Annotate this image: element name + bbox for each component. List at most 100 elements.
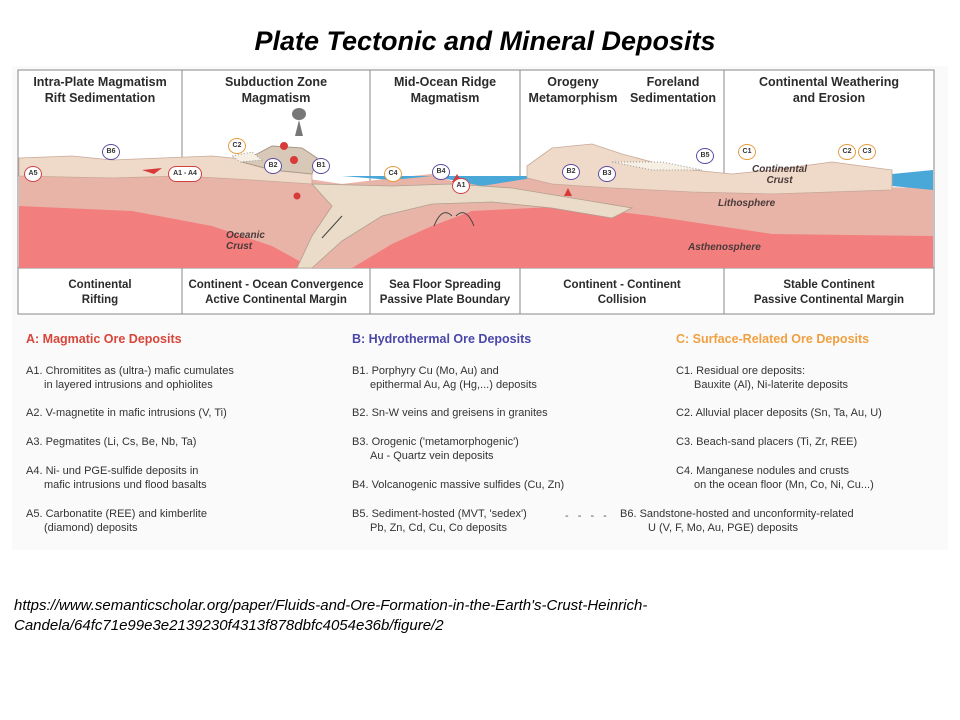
header-foreland-line2: Sedimentation bbox=[629, 91, 717, 105]
badge-b4: B4 bbox=[432, 164, 450, 180]
magma-body-2 bbox=[290, 156, 298, 164]
category-a-title: A: Magmatic Ore Deposits bbox=[26, 332, 182, 346]
header-weathering: Continental Weathering and Erosion bbox=[726, 74, 932, 106]
oceanic-crust-label-1: Oceanic bbox=[226, 230, 265, 241]
header-orogeny-line2: Metamorphism bbox=[528, 91, 618, 105]
footer-spreading-line2: Passive Plate Boundary bbox=[379, 294, 511, 306]
magma-body-4 bbox=[293, 192, 301, 200]
cross-section-svg bbox=[17, 69, 935, 315]
a2-line1: A2. V-magnetite in mafic intrusions (V, … bbox=[26, 407, 227, 419]
footer-collision-line1: Continent - Continent bbox=[563, 279, 681, 291]
header-intra-plate-line2: Rift Sedimentation bbox=[44, 91, 156, 105]
badge-b2-left: B2 bbox=[264, 158, 282, 174]
header-mid-ocean-line2: Magmatism bbox=[410, 91, 480, 105]
a5-item: A5. Carbonatite (REE) and kimberlite (di… bbox=[26, 507, 207, 535]
continental-crust-label-2: Crust bbox=[766, 175, 793, 186]
b3-line1: B3. Orogenic ('metamorphogenic') bbox=[352, 436, 519, 448]
collision-continent bbox=[526, 143, 893, 195]
c1-line1: C1. Residual ore deposits: bbox=[676, 365, 806, 377]
c1-item: C1. Residual ore deposits: Bauxite (Al),… bbox=[676, 364, 848, 392]
c3-item: C3. Beach-sand placers (Ti, Zr, REE) bbox=[676, 435, 857, 449]
header-subduction-line2: Magmatism bbox=[241, 91, 311, 105]
c1-line2: Bauxite (Al), Ni-laterite deposits bbox=[694, 379, 849, 391]
badge-c4: C4 bbox=[384, 166, 402, 182]
footer-collision-line2: Collision bbox=[597, 294, 647, 306]
b4-item: B4. Volcanogenic massive sulfides (Cu, Z… bbox=[352, 478, 564, 492]
header-weathering-line2: and Erosion bbox=[792, 91, 866, 105]
volcano-cone bbox=[295, 120, 303, 136]
header-intra-plate-line1: Intra-Plate Magmatism bbox=[33, 75, 167, 89]
footer-stable: Stable Continent Passive Continental Mar… bbox=[726, 278, 932, 308]
badge-b1: B1 bbox=[312, 158, 330, 174]
category-c-title: C: Surface-Related Ore Deposits bbox=[676, 332, 870, 346]
b3-item: B3. Orogenic ('metamorphogenic') Au - Qu… bbox=[352, 435, 519, 463]
a4-line1: A4. Ni- und PGE-sulfide deposits in bbox=[26, 465, 199, 477]
continental-crust-label-1: Continental bbox=[752, 164, 807, 175]
badge-c2-right: C2 bbox=[838, 144, 856, 160]
oceanic-slab bbox=[296, 183, 634, 269]
ocean-water-right bbox=[892, 170, 933, 190]
header-subduction: Subduction Zone Magmatism bbox=[184, 74, 368, 106]
badge-c2-left: C2 bbox=[228, 138, 246, 154]
a3-item: A3. Pegmatites (Li, Cs, Be, Nb, Ta) bbox=[26, 435, 196, 449]
asthenosphere-label: Asthenosphere bbox=[688, 242, 761, 253]
convection-arrow-left bbox=[433, 212, 453, 227]
header-subduction-line1: Subduction Zone bbox=[224, 75, 328, 89]
source-url: https://www.semanticscholar.org/paper/Fl… bbox=[14, 597, 648, 634]
header-foreland: Foreland Sedimentation bbox=[624, 74, 722, 106]
a5-line1: A5. Carbonatite (REE) and kimberlite bbox=[26, 508, 207, 520]
footer-rifting: Continental Rifting bbox=[20, 278, 180, 308]
c2-line1: C2. Alluvial placer deposits (Sn, Ta, Au… bbox=[676, 407, 882, 419]
b2-line1: B2. Sn-W veins and greisens in granites bbox=[352, 407, 548, 419]
lithosphere-label: Lithosphere bbox=[718, 198, 776, 209]
b5-line2: Pb, Zn, Cd, Cu, Co deposits bbox=[370, 522, 507, 534]
badge-b2-right: B2 bbox=[562, 164, 580, 180]
footer-stable-line2: Passive Continental Margin bbox=[753, 294, 905, 306]
a1-line1: A1. Chromitites as (ultra-) mafic cumula… bbox=[26, 365, 234, 377]
badge-a1-a4: A1 - A4 bbox=[168, 166, 202, 182]
footer-convergence-line2: Active Continental Margin bbox=[205, 294, 347, 306]
badge-c3: C3 bbox=[858, 144, 876, 160]
orogen-magma bbox=[564, 188, 572, 196]
header-orogeny-line1: Orogeny bbox=[547, 75, 599, 89]
foreland-sediments bbox=[611, 161, 703, 171]
b1-item: B1. Porphyry Cu (Mo, Au) and epithermal … bbox=[352, 364, 537, 392]
footer-spreading-line1: Sea Floor Spreading bbox=[389, 279, 501, 291]
volcano-plume bbox=[292, 108, 306, 120]
header-mid-ocean-line1: Mid-Ocean Ridge bbox=[393, 75, 497, 89]
oceanic-crust-label: Oceanic Crust bbox=[226, 230, 265, 252]
c2-item: C2. Alluvial placer deposits (Sn, Ta, Au… bbox=[676, 406, 882, 420]
header-intra-plate: Intra-Plate Magmatism Rift Sedimentation bbox=[20, 74, 180, 106]
a1-line2: in layered intrusions and ophiolites bbox=[44, 379, 213, 391]
convection-arrow-right bbox=[455, 212, 475, 227]
footer-stable-line1: Stable Continent bbox=[783, 279, 875, 291]
a1-item: A1. Chromitites as (ultra-) mafic cumula… bbox=[26, 364, 234, 392]
oceanic-crust-label-2: Crust bbox=[226, 241, 253, 252]
category-b-title: B: Hydrothermal Ore Deposits bbox=[352, 332, 532, 346]
subduction-arrow bbox=[321, 215, 343, 239]
tectonic-figure: Intra-Plate Magmatism Rift Sedimentation… bbox=[12, 66, 948, 550]
a4-item: A4. Ni- und PGE-sulfide deposits in mafi… bbox=[26, 464, 207, 492]
badge-b5: B5 bbox=[696, 148, 714, 164]
c4-line2: on the ocean floor (Mn, Co, Ni, Cu...) bbox=[694, 479, 874, 491]
a5-line2: (diamond) deposits bbox=[44, 522, 138, 534]
b5-item: B5. Sediment-hosted (MVT, 'sedex') Pb, Z… bbox=[352, 507, 527, 535]
a3-line1: A3. Pegmatites (Li, Cs, Be, Nb, Ta) bbox=[26, 436, 197, 448]
rift-intrusion bbox=[142, 168, 162, 174]
magma-body-1 bbox=[280, 142, 288, 150]
header-foreland-line1: Foreland bbox=[646, 75, 700, 89]
b1-line1: B1. Porphyry Cu (Mo, Au) and bbox=[352, 365, 499, 377]
header-orogeny: Orogeny Metamorphism bbox=[522, 74, 624, 106]
b5-line1: B5. Sediment-hosted (MVT, 'sedex') bbox=[352, 508, 527, 520]
c4-line1: C4. Manganese nodules and crusts bbox=[676, 465, 850, 477]
c4-item: C4. Manganese nodules and crusts on the … bbox=[676, 464, 874, 492]
dash-separator: - - - - bbox=[565, 510, 610, 522]
b4-line1: B4. Volcanogenic massive sulfides (Cu, Z… bbox=[352, 479, 565, 491]
badge-a1: A1 bbox=[452, 178, 470, 194]
footer-convergence-line1: Continent - Ocean Convergence bbox=[188, 279, 364, 291]
b1-line2: epithermal Au, Ag (Hg,...) deposits bbox=[370, 379, 537, 391]
footer-collision: Continent - Continent Collision bbox=[522, 278, 722, 308]
b3-line2: Au - Quartz vein deposits bbox=[370, 450, 494, 462]
header-weathering-line1: Continental Weathering bbox=[758, 75, 900, 89]
footer-convergence: Continent - Ocean Convergence Active Con… bbox=[184, 278, 368, 308]
